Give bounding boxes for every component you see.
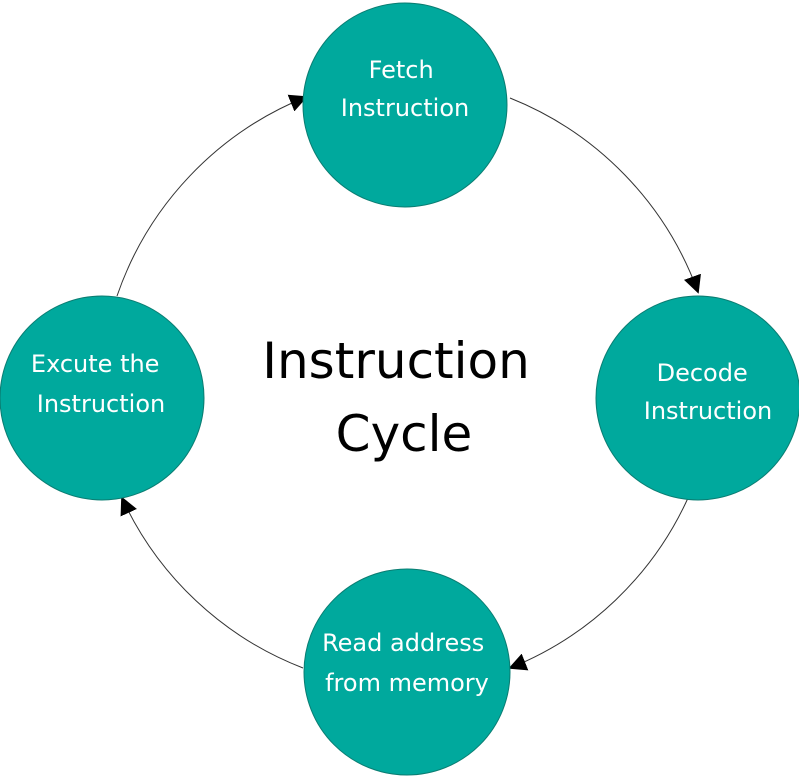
node-read-line1: Read address xyxy=(322,629,484,657)
center-title: Instruction Cycle xyxy=(262,332,546,463)
node-execute-line1: Excute the xyxy=(31,350,160,378)
node-fetch-instruction: Fetch Instruction xyxy=(302,2,508,208)
node-read-line2: from memory xyxy=(325,669,489,697)
node-fetch-label: Fetch Instruction xyxy=(341,56,469,122)
arrow-decode-to-read xyxy=(508,497,689,671)
arrow-execute-to-fetch xyxy=(116,94,308,297)
node-read-label: Read address from memory xyxy=(322,629,492,697)
node-execute-instruction: Excute the Instruction xyxy=(0,295,205,501)
node-decode-circle xyxy=(595,295,799,501)
node-fetch-line1: Fetch xyxy=(369,56,434,84)
node-decode-instruction: Decode Instruction xyxy=(595,295,799,501)
node-execute-label: Excute the Instruction xyxy=(31,350,167,418)
node-decode-line1: Decode xyxy=(657,359,748,387)
center-title-line1: Instruction xyxy=(262,332,530,390)
node-execute-line2: Instruction xyxy=(37,390,165,418)
center-title-line2: Cycle xyxy=(336,405,473,463)
node-decode-label: Decode Instruction xyxy=(644,359,772,425)
arrow-fetch-to-decode xyxy=(509,97,701,294)
node-execute-circle xyxy=(0,295,205,501)
arrow-read-to-execute xyxy=(120,496,304,669)
node-fetch-circle xyxy=(302,2,508,208)
node-read-address: Read address from memory xyxy=(303,568,511,776)
node-decode-line2: Instruction xyxy=(644,397,772,425)
node-fetch-line2: Instruction xyxy=(341,94,469,122)
node-read-circle xyxy=(303,568,511,776)
